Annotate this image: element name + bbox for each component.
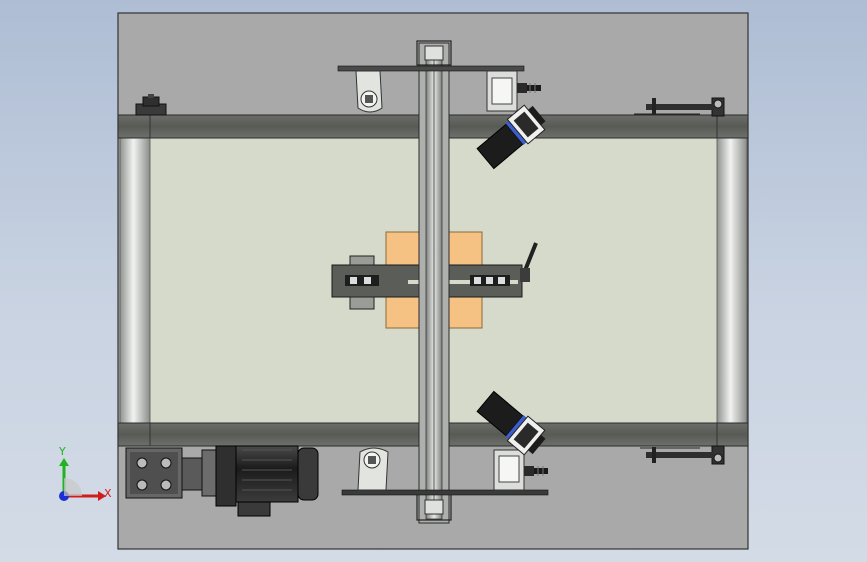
axis-x-label: X <box>104 487 112 500</box>
bottom-right-tensioner <box>640 445 725 465</box>
top-sensor-bracket <box>355 70 383 113</box>
gantry-beam <box>416 40 452 524</box>
right-roller <box>716 136 748 424</box>
bottom-camera <box>476 390 546 456</box>
left-roller <box>119 136 151 424</box>
top-right-tensioner <box>634 97 725 117</box>
bottom-sensor-bracket <box>357 447 389 491</box>
coordinate-triad-icon: X Y <box>58 445 112 501</box>
top-camera <box>476 104 546 170</box>
top-support-plate <box>337 65 525 72</box>
bottom-sensor-mount <box>493 449 548 491</box>
axis-y-label: Y <box>58 445 66 458</box>
top-sensor-mount <box>486 70 541 112</box>
top-left-bearing <box>135 94 167 116</box>
gearbox <box>125 445 237 507</box>
drive-motor <box>235 445 319 517</box>
bottom-support-plate <box>341 489 549 496</box>
